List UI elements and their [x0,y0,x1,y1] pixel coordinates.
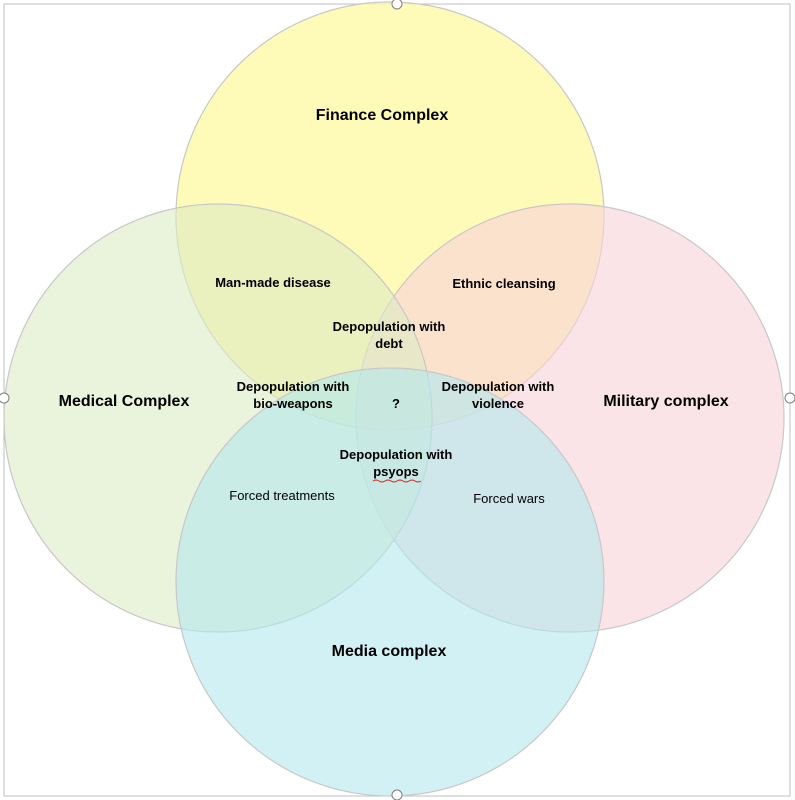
depopulation-violence-line1: Depopulation with [442,379,555,394]
ethnic-cleansing-label: Ethnic cleansing [452,276,555,291]
depopulation-debt-line2: debt [375,336,403,351]
media-circle [175,367,605,797]
depopulation-violence-line2: violence [472,396,524,411]
forced-wars-label: Forced wars [473,491,545,506]
finance-complex-label: Finance Complex [316,107,449,124]
depopulation-debt-line1: Depopulation with [333,319,446,334]
depopulation-psyops-line2: psyops [373,464,419,479]
forced-treatments-label: Forced treatments [229,488,335,503]
media-complex-label: Media complex [332,643,447,660]
center-question-label: ? [392,396,400,411]
man-made-disease-label: Man-made disease [215,275,331,290]
resize-handle-top[interactable] [391,0,403,10]
resize-handle-right[interactable] [784,392,795,404]
depopulation-psyops-line1: Depopulation with [340,447,453,462]
resize-handle-left[interactable] [0,392,10,404]
depopulation-bioweapons-line1: Depopulation with [237,379,350,394]
resize-handle-bottom[interactable] [391,789,403,800]
medical-complex-label: Medical Complex [59,393,190,410]
depopulation-bioweapons-line2: bio-weapons [253,396,332,411]
spellcheck-underline [372,479,422,483]
military-complex-label: Military complex [603,393,728,410]
